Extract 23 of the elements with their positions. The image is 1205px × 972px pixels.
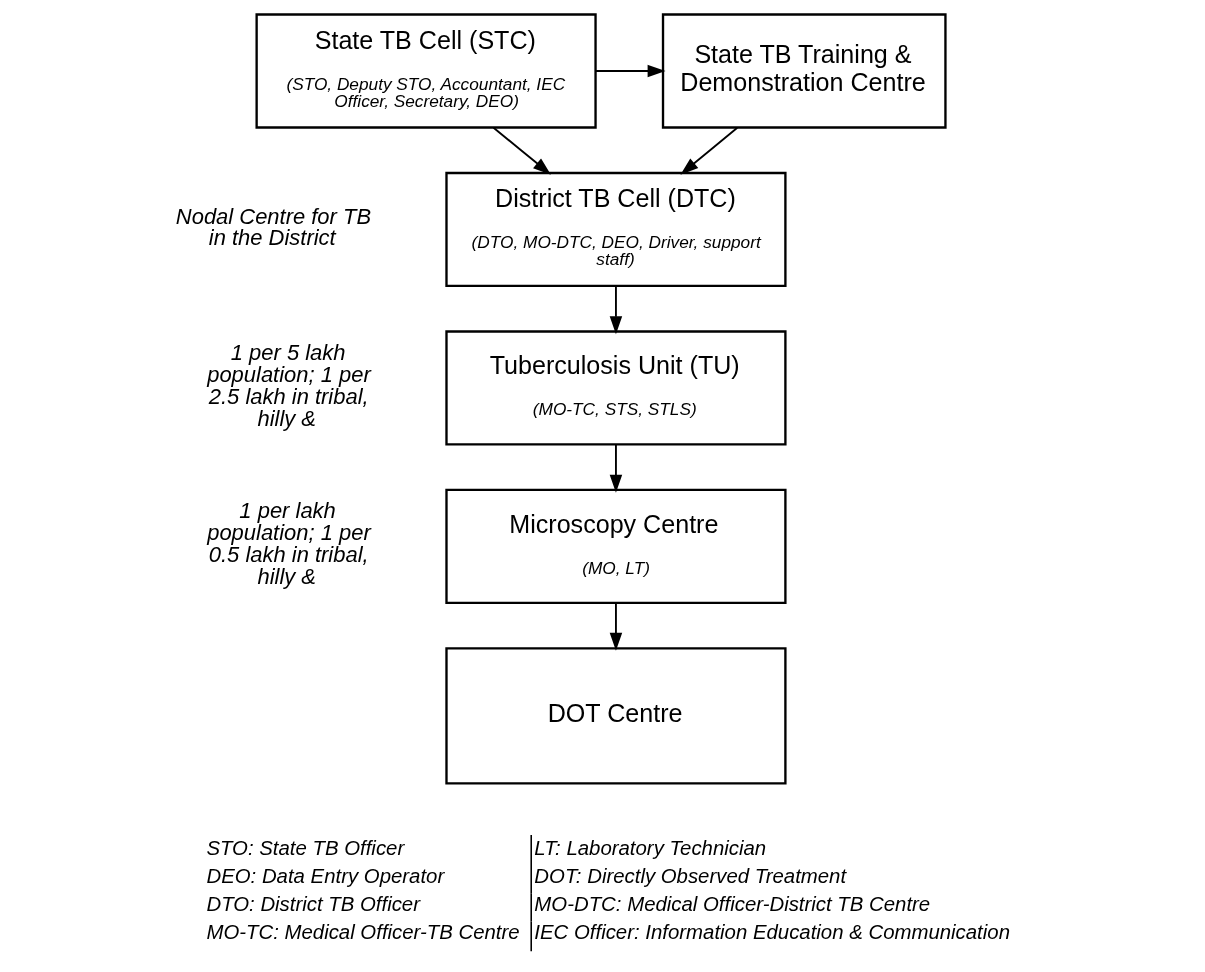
node-label: Nodal Centre for TB in the District bbox=[175, 203, 371, 251]
arrow bbox=[492, 126, 551, 175]
node-box: State TB Cell (STC) (STO, Deputy STO, Accountant, IEC Officer, Secretary, DEO) bbox=[254, 13, 597, 129]
node-box: Tuberculosis Unit (TU) (MO-TC, STS, STLS) bbox=[444, 330, 787, 446]
arrow bbox=[609, 601, 622, 651]
label: STO: State TB Officer bbox=[205, 836, 404, 859]
label: MO-DTC: Medical Officer-District TB Centre bbox=[533, 893, 930, 916]
arrow bbox=[609, 285, 622, 335]
label: MO-TC: Medical Officer-TB Centre bbox=[205, 921, 520, 944]
node-label: 1 per 5 lakh population; 1 per 2.5 lakh in tribal, hilly & bbox=[206, 340, 371, 431]
node-box: DOT Centre bbox=[444, 647, 787, 785]
arrow bbox=[594, 64, 665, 78]
arrow bbox=[609, 443, 622, 493]
label: IEC Officer: Information Education & Communication bbox=[533, 921, 1010, 944]
label: LT: Laboratory Technician bbox=[533, 836, 766, 859]
arrow bbox=[679, 126, 738, 175]
label: DOT: Directly Observed Treatment bbox=[533, 864, 846, 887]
node-box: State TB Training & Demonstration Centre bbox=[661, 13, 947, 129]
node-box: Microscopy Centre (MO, LT) bbox=[444, 488, 787, 605]
label: DTO: District TB Officer bbox=[205, 893, 420, 916]
node-label: 1 per lakh population; 1 per 0.5 lakh in tribal, hilly & bbox=[206, 498, 371, 590]
label: DEO: Data Entry Operator bbox=[205, 864, 444, 887]
node-box: District TB Cell (DTC) (DTO, MO-DTC, DEO, Driver, support staff) bbox=[444, 171, 787, 288]
